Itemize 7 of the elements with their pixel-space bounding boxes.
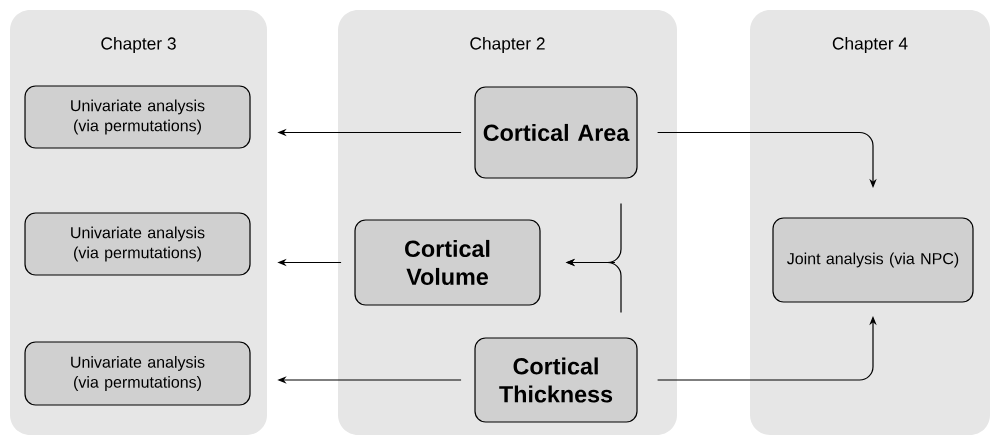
analysis-box: Univariate analysis (via permutations) xyxy=(24,85,251,149)
measure-box: Cortical Volume xyxy=(354,219,541,306)
measure-box: Cortical Thickness xyxy=(474,337,638,423)
analysis-box: Univariate analysis (via permutations) xyxy=(24,212,251,276)
analysis-box: Univariate analysis (via permutations) xyxy=(24,341,251,406)
measure-box: Cortical Area xyxy=(474,86,638,179)
analysis-box: Joint analysis (via NPC) xyxy=(772,217,974,303)
